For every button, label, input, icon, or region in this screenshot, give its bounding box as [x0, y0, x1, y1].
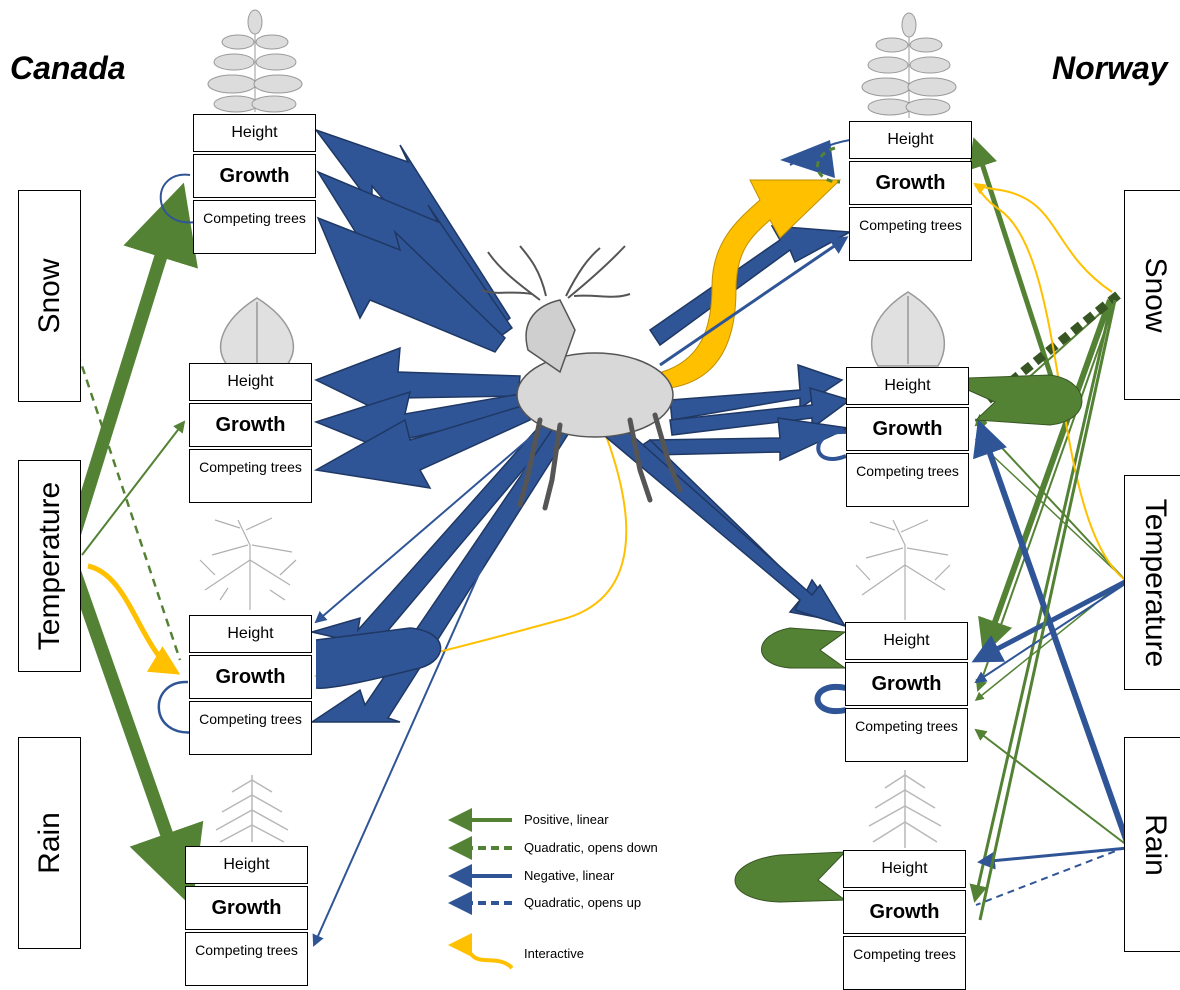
birch-leaf-icon — [870, 291, 946, 367]
spruce-branch-icon — [215, 775, 289, 843]
spruce-branch-icon — [868, 770, 942, 848]
competing-trees-label: Competing trees — [843, 936, 966, 990]
legend-label-negative-linear: Negative, linear — [524, 868, 615, 883]
climate-label-rain: Rain — [32, 812, 66, 874]
climate-box-temperature-canada: Temperature — [18, 460, 81, 672]
climate-box-snow-norway: Snow — [1124, 190, 1180, 400]
growth-label: Growth — [189, 655, 312, 699]
tree-box-norway-birch: Height Growth Competing trees — [846, 367, 969, 507]
tree-box-canada-spruce: Height Growth Competing trees — [185, 846, 308, 986]
tree-box-canada-birch: Height Growth Competing trees — [189, 363, 312, 503]
legend — [448, 808, 514, 970]
competing-trees-label: Competing trees — [189, 701, 312, 755]
height-label: Height — [189, 615, 312, 653]
climate-box-temperature-norway: Temperature — [1124, 475, 1180, 690]
growth-label: Growth — [846, 407, 969, 451]
competing-trees-label: Competing trees — [189, 449, 312, 503]
norway-interactive-arrow — [661, 179, 842, 389]
competing-trees-label: Competing trees — [849, 207, 972, 261]
climate-label-rain: Rain — [1139, 813, 1172, 876]
height-label: Height — [843, 850, 966, 888]
pine-branch-icon — [199, 517, 297, 610]
growth-label: Growth — [185, 886, 308, 930]
climate-label-temperature: Temperature — [32, 481, 66, 651]
height-label: Height — [189, 363, 312, 401]
rowan-leaf-icon — [207, 9, 303, 113]
height-label: Height — [193, 114, 316, 152]
competing-trees-label: Competing trees — [193, 200, 316, 254]
tree-box-norway-spruce: Height Growth Competing trees — [843, 850, 966, 990]
climate-box-snow-canada: Snow — [18, 190, 81, 402]
growth-label: Growth — [849, 161, 972, 205]
growth-label: Growth — [845, 662, 968, 706]
height-label: Height — [845, 622, 968, 660]
climate-label-snow: Snow — [1139, 257, 1172, 333]
norway-top-thin — [659, 139, 851, 367]
norway-climate-arrows — [968, 137, 1131, 921]
competing-trees-label: Competing trees — [845, 708, 968, 762]
competing-trees-label: Competing trees — [846, 453, 969, 507]
birch-leaf-icon — [219, 297, 295, 367]
moose-icon — [481, 245, 683, 511]
country-title-norway: Norway — [1052, 50, 1168, 86]
height-label: Height — [849, 121, 972, 159]
height-label: Height — [185, 846, 308, 884]
competing-trees-label: Competing trees — [185, 932, 308, 986]
canada-climate-arrows — [58, 173, 204, 908]
growth-label: Growth — [193, 154, 316, 198]
canada-thin-arrows — [312, 419, 628, 947]
height-label: Height — [846, 367, 969, 405]
legend-label-interactive: Interactive — [524, 946, 584, 961]
tree-box-canada-rowan: Height Growth Competing trees — [193, 114, 316, 254]
legend-label-quadratic-opens-down: Quadratic, opens down — [524, 840, 658, 855]
pine-branch-icon — [855, 519, 951, 620]
tree-box-norway-rowan: Height Growth Competing trees — [849, 121, 972, 261]
country-title-canada: Canada — [10, 50, 126, 86]
growth-label: Growth — [843, 890, 966, 934]
legend-label-positive-linear: Positive, linear — [524, 812, 609, 827]
canada-moose-arrows — [309, 128, 573, 723]
rowan-leaf-icon — [861, 12, 957, 118]
norway-self-loops — [734, 374, 1083, 903]
tree-box-canada-pine: Height Growth Competing trees — [189, 615, 312, 755]
norway-negative-loops — [814, 429, 847, 715]
climate-box-rain-canada: Rain — [18, 737, 81, 949]
legend-label-quadratic-opens-up: Quadratic, opens up — [524, 895, 642, 910]
norway-moose-arrows — [598, 225, 853, 628]
climate-label-temperature: Temperature — [1139, 498, 1172, 667]
climate-box-rain-norway: Rain — [1124, 737, 1180, 952]
climate-label-snow: Snow — [32, 258, 66, 334]
growth-label: Growth — [189, 403, 312, 447]
tree-box-norway-pine: Height Growth Competing trees — [845, 622, 968, 762]
